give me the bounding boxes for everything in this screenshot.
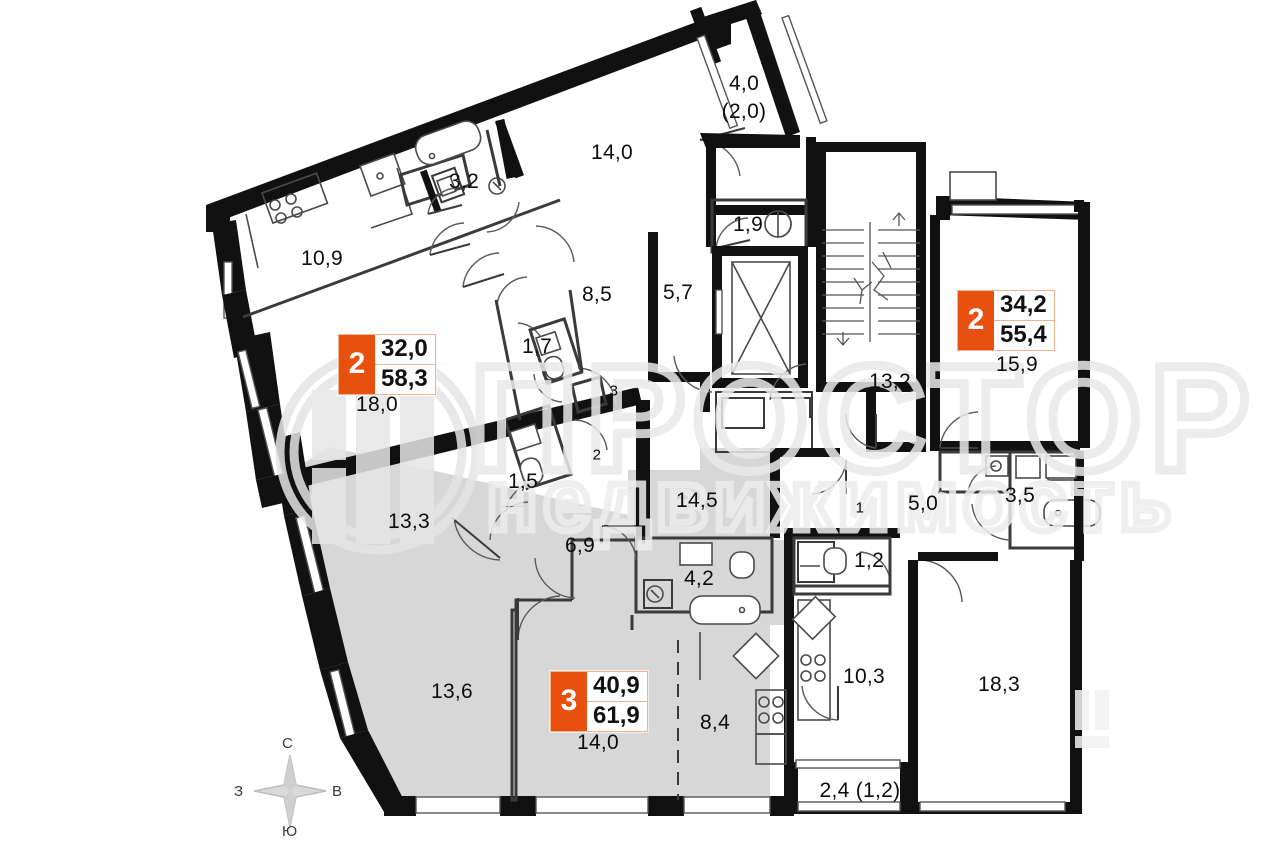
badge-living-area: 34,2 bbox=[994, 291, 1054, 321]
niches bbox=[570, 367, 617, 451]
wc-1-2-unit bbox=[792, 536, 892, 588]
highlight-mask bbox=[520, 440, 700, 470]
sink-icon bbox=[358, 152, 406, 198]
bottom-right-apartment bbox=[784, 528, 1082, 814]
compass-north-label: С bbox=[282, 735, 293, 752]
badge-room-count: 2 bbox=[958, 291, 994, 350]
badge-total-area: 55,4 bbox=[1000, 320, 1047, 348]
compass-south-label: Ю bbox=[282, 823, 298, 840]
top-left-apartment bbox=[206, 6, 731, 378]
kitchen-10-3 bbox=[791, 584, 892, 721]
elevator-shaft bbox=[712, 246, 808, 388]
wc-block bbox=[503, 316, 584, 513]
right-apartment bbox=[930, 171, 1101, 561]
compass-star-icon bbox=[253, 754, 327, 828]
stove-icon bbox=[269, 193, 303, 224]
compass-west-label: З bbox=[234, 783, 244, 800]
bathroom-4-2 bbox=[634, 536, 774, 625]
balcony-2-4 bbox=[784, 759, 914, 814]
badge-total-area: 61,9 bbox=[593, 701, 640, 729]
central-core bbox=[636, 137, 926, 540]
badge-room-count: 3 bbox=[551, 672, 587, 731]
staircase bbox=[816, 142, 926, 392]
bathroom-3-2 bbox=[398, 120, 506, 214]
badge-total-area: 58,3 bbox=[381, 364, 428, 392]
compass-east-label: В bbox=[332, 783, 343, 800]
badge-room-count: 2 bbox=[339, 335, 375, 394]
vestibule-13-2 bbox=[845, 392, 926, 452]
room-18-3 bbox=[908, 552, 1082, 814]
kitchen-8-4 bbox=[699, 632, 787, 765]
balcony-top bbox=[696, 0, 828, 177]
badge-living-area: 40,9 bbox=[587, 672, 647, 702]
badge-living-area: 32,0 bbox=[375, 335, 435, 365]
misc-fixtures bbox=[1015, 200, 1084, 479]
compass-rose: С В Ю З bbox=[232, 735, 348, 843]
